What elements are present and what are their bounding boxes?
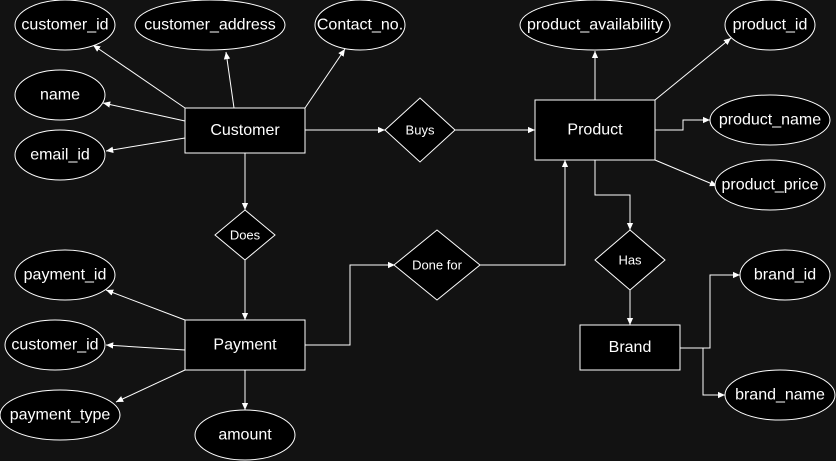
edge-customer-email bbox=[105, 137, 186, 153]
edge-payment-customer-id bbox=[105, 342, 186, 351]
edge-payment-id bbox=[105, 289, 186, 321]
attribute-contact-no[interactable]: Contact_no. bbox=[314, 0, 406, 51]
edge-brand-name bbox=[680, 347, 725, 399]
attribute-product-price[interactable]: product_price bbox=[714, 159, 826, 211]
attribute-payment-customer-id-label: customer_id bbox=[11, 337, 98, 354]
connectors bbox=[92, 37, 740, 410]
attribute-brand-id-label: brand_id bbox=[754, 267, 816, 284]
entity-brand[interactable]: Brand bbox=[579, 324, 681, 371]
attribute-name-label: name bbox=[40, 87, 80, 104]
attribute-payment-type[interactable]: payment_type bbox=[0, 389, 121, 441]
attribute-name[interactable]: name bbox=[14, 69, 106, 121]
attribute-payment-customer-id[interactable]: customer_id bbox=[4, 319, 106, 371]
edge-customer-name bbox=[102, 101, 186, 122]
attribute-payment-type-label: payment_type bbox=[10, 407, 111, 424]
edge-product-name bbox=[655, 116, 710, 131]
attribute-payment-id-label: payment_id bbox=[24, 267, 107, 284]
entity-product-label: Product bbox=[567, 122, 623, 139]
attribute-product-id-label: product_id bbox=[733, 17, 808, 34]
relationship-done-for-label: Done for bbox=[412, 258, 463, 273]
edge-payment-done-for bbox=[305, 261, 395, 346]
attribute-email-id[interactable]: email_id bbox=[14, 129, 106, 181]
entity-customer[interactable]: Customer bbox=[184, 107, 306, 154]
entity-payment-label: Payment bbox=[213, 337, 277, 354]
entity-product[interactable]: Product bbox=[534, 99, 656, 161]
entity-customer-label: Customer bbox=[210, 122, 280, 139]
relationship-done-for[interactable]: Done for bbox=[393, 229, 481, 301]
edge-customer-customer-id bbox=[92, 44, 186, 109]
attribute-product-availability[interactable]: product_availability bbox=[519, 0, 671, 51]
attribute-brand-name-label: brand_name bbox=[735, 387, 825, 404]
relationship-buys[interactable]: Buys bbox=[384, 97, 456, 163]
attribute-email-id-label: email_id bbox=[30, 147, 90, 164]
attribute-customer-address-label: customer_address bbox=[144, 17, 276, 34]
attribute-customer-id-label: customer_id bbox=[21, 17, 108, 34]
edge-product-price bbox=[654, 159, 718, 187]
attribute-amount-label: amount bbox=[218, 427, 272, 444]
attribute-customer-address[interactable]: customer_address bbox=[134, 0, 286, 51]
edge-product-has bbox=[594, 160, 634, 230]
attribute-product-price-label: product_price bbox=[722, 177, 819, 194]
attribute-product-id[interactable]: product_id bbox=[724, 0, 816, 51]
relationship-has-label: Has bbox=[618, 253, 642, 268]
edge-brand-id bbox=[680, 271, 740, 349]
attribute-product-name-label: product_name bbox=[719, 112, 821, 129]
attribute-contact-no-label: Contact_no. bbox=[317, 17, 403, 34]
edge-payment-type bbox=[115, 369, 186, 403]
edge-customer-contact bbox=[304, 48, 346, 109]
relationship-buys-label: Buys bbox=[406, 123, 435, 138]
attribute-payment-id[interactable]: payment_id bbox=[14, 249, 116, 301]
attribute-product-availability-label: product_availability bbox=[527, 17, 663, 34]
attribute-brand-name[interactable]: brand_name bbox=[724, 369, 836, 421]
edge-done-for-product bbox=[480, 160, 569, 266]
attribute-amount[interactable]: amount bbox=[194, 409, 296, 461]
relationship-has[interactable]: Has bbox=[594, 229, 666, 291]
relationship-does-label: Does bbox=[230, 228, 261, 243]
edge-customer-address bbox=[223, 51, 235, 109]
attribute-customer-id[interactable]: customer_id bbox=[14, 0, 116, 51]
edge-product-id bbox=[654, 37, 732, 101]
relationship-does[interactable]: Does bbox=[214, 209, 276, 261]
entity-brand-label: Brand bbox=[609, 339, 652, 356]
attribute-product-name[interactable]: product_name bbox=[709, 94, 831, 146]
entity-payment[interactable]: Payment bbox=[184, 319, 306, 371]
attribute-brand-id[interactable]: brand_id bbox=[739, 249, 831, 301]
